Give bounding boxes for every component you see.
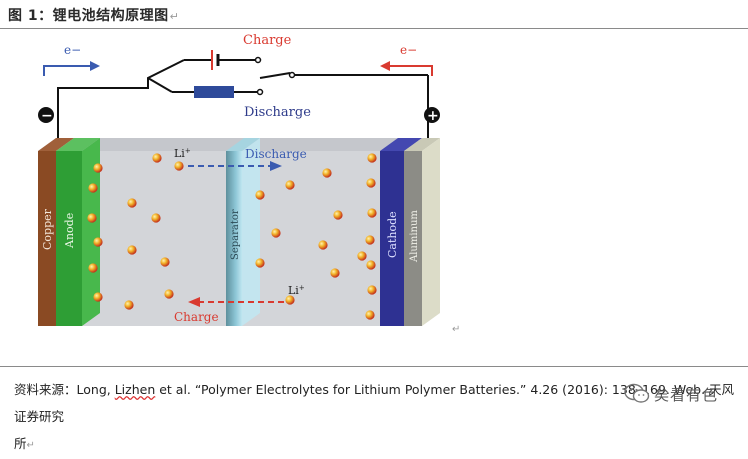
figure-title: 图 1：锂电池结构原理图↵ [8,8,180,24]
lithium-ion [366,260,376,270]
lithium-ion [164,289,174,299]
lithium-ion [87,213,97,223]
lithium-ion [93,292,103,302]
watermark-text: 矣看有色 [654,385,719,404]
charge-switch-blade [259,72,291,79]
lithium-ion [93,237,103,247]
cathode-label: Cathode [386,211,399,258]
paragraph-mark-diagram: ↵ [452,324,461,335]
copper-top-face [38,138,74,151]
copper-layer [38,151,56,326]
lithium-ion [160,257,170,267]
lithium-ion [88,263,98,273]
lithium-ion [124,300,134,310]
switch-contact-discharge [256,88,264,96]
lithium-ion [93,163,103,173]
load-resistor-icon [194,86,234,98]
lithium-ion [271,228,281,238]
lithium-ion [88,183,98,193]
li-ion-label-top: Li+ [174,147,191,160]
anode-layer [56,151,82,326]
separator-layer [226,151,242,326]
li-ion-label-bottom: Li+ [288,284,305,297]
lithium-ion [318,240,328,250]
lithium-ion [127,198,137,208]
lithium-ion [365,310,375,320]
electron-arrow-left [43,65,92,76]
lithium-ions [87,153,377,320]
aluminum-layer [404,151,422,326]
lithium-ion [366,178,376,188]
charge-flow-label: Charge [174,310,219,324]
lithium-ion [367,208,377,218]
lithium-ion [255,258,265,268]
lithium-ion [330,268,340,278]
lithium-ion [255,190,265,200]
charge-arrowhead [188,297,200,307]
wechat-icon [624,383,650,403]
lithium-ion [151,213,161,223]
lithium-ion [357,251,367,261]
electron-label-left: e− [64,43,81,57]
watermark: 矣看有色 [624,383,718,405]
bottom-rule [0,366,748,367]
electron-arrowhead-left [90,61,100,71]
lithium-ion [322,168,332,178]
separator-top-face [226,138,260,151]
lithium-ion [285,295,295,305]
lithium-ion [367,285,377,295]
anode-label: Anode [63,213,76,249]
copper-label: Copper [41,208,54,250]
cathode-top-face [380,138,422,151]
top-rule [0,28,748,29]
lithium-ion [367,153,377,163]
aluminum-label: Aluminum [409,210,420,263]
switch-pivot [288,71,296,79]
discharge-arrowhead [270,161,282,171]
separator-label: Separator [230,209,241,260]
discharge-path-label: Discharge [244,105,311,120]
aluminum-side-face [422,138,440,326]
lithium-ion [333,210,343,220]
external-circuit [57,59,429,138]
negative-terminal-icon [38,107,54,123]
charge-path-label: Charge [243,33,292,48]
lithium-ion [152,153,162,163]
cathode-layer [380,151,404,326]
electron-arrowhead-right [380,61,390,71]
positive-terminal-sign: + [427,108,439,124]
lithium-ion [365,235,375,245]
switch-contact-charge [254,56,262,64]
negative-terminal-sign: − [41,108,53,124]
electron-arrow-right [388,65,433,76]
battery-diagram: Copper Anode Separator Cathode Aluminum … [38,33,440,326]
positive-terminal-icon [424,107,440,123]
paragraph-mark: ↵ [169,10,180,23]
electron-label-right: e− [400,43,417,57]
lithium-ion [127,245,137,255]
anode-top-face [56,138,100,151]
discharge-flow-label: Discharge [245,147,307,161]
lithium-ion [285,180,295,190]
aluminum-top-face [404,138,440,151]
lithium-ion [174,161,184,171]
separator-side-face [242,138,260,326]
